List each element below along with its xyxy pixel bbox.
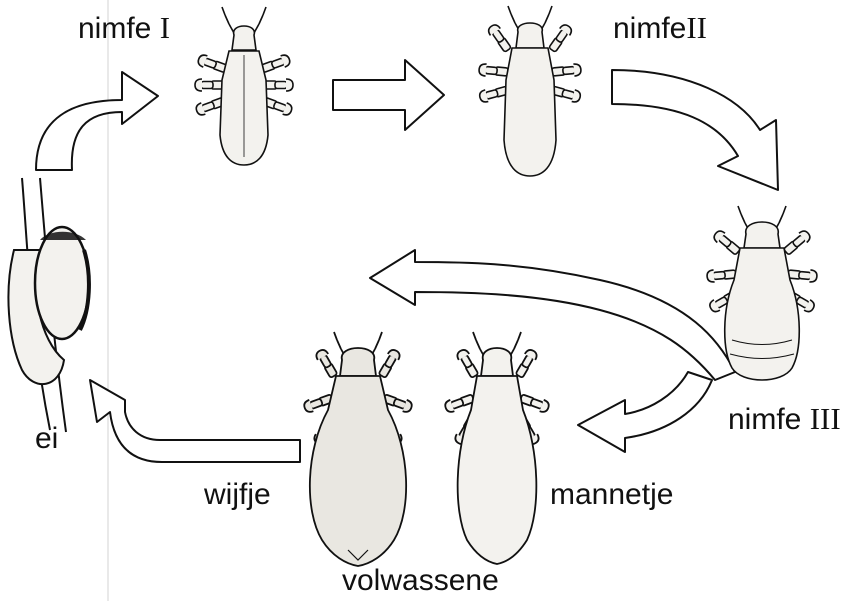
label-egg: ei [35, 424, 58, 454]
label-nymph1-word: nimfe [78, 12, 151, 45]
label-nymph2-numeral: II [686, 10, 707, 45]
label-nymph3-numeral: III [810, 401, 841, 436]
male-louse [444, 332, 551, 564]
arrow-nymph1-to-nymph2 [333, 60, 444, 130]
female-louse [303, 332, 414, 566]
arrow-egg-to-nymph1 [36, 72, 158, 170]
arrow-nymph2-to-nymph3 [612, 70, 778, 190]
label-nymph1-numeral: I [160, 10, 170, 45]
label-nymph1: nimfe I [78, 12, 170, 44]
arrow-nymph3-to-male [578, 372, 712, 452]
nymph2-louse [478, 6, 581, 176]
arrow-female-to-egg [90, 380, 300, 462]
arrow-nymph3-loop-top [370, 250, 735, 380]
label-male: mannetje [550, 480, 673, 510]
label-female: wijfje [204, 480, 271, 510]
egg-drawing [8, 178, 89, 432]
label-nymph2-word: nimfe [613, 12, 686, 45]
label-nymph2: nimfeII [613, 12, 707, 44]
label-nymph3-word: nimfe [728, 403, 801, 436]
nymph1-louse [195, 7, 294, 165]
label-nymph3: nimfe III [728, 403, 841, 435]
label-adult: volwassene [342, 566, 499, 596]
